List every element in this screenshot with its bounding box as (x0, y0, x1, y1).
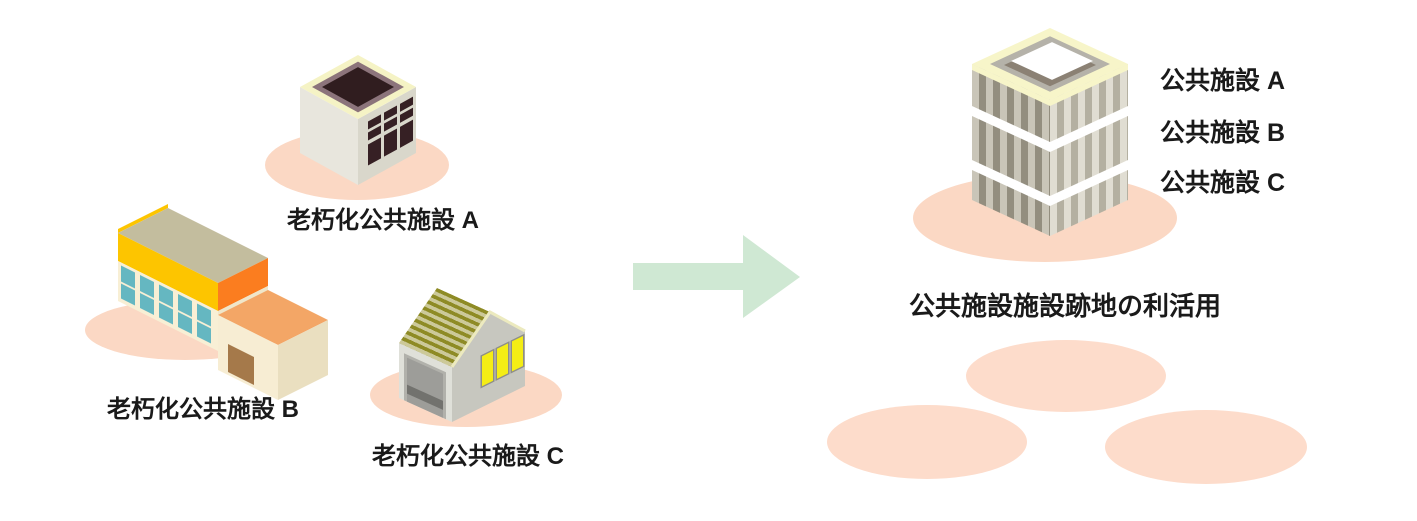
vacant-site-ellipse-right (1105, 410, 1307, 484)
old-facility-b-annex (218, 290, 328, 401)
vacant-site-ellipse-top (966, 340, 1166, 412)
old-facility-b-label: 老朽化公共施設 B (107, 396, 299, 423)
old-facility-c-building (399, 288, 526, 422)
old-facility-a-building (300, 55, 416, 185)
old-facility-b-windows (121, 265, 211, 344)
new-facility-tower (972, 28, 1128, 236)
old-facility-a-label: 老朽化公共施設 A (287, 207, 479, 234)
facility-c-label: 公共施設 C (1160, 169, 1286, 197)
facility-a-label: 公共施設 A (1160, 67, 1286, 95)
site-reuse-caption: 公共施設施設跡地の利活用 (908, 291, 1221, 321)
old-facility-c-garage-door (404, 353, 446, 420)
right-arrow-icon (633, 235, 800, 318)
old-facility-a-windows (368, 96, 413, 166)
old-facility-c-label: 老朽化公共施設 C (372, 443, 564, 470)
old-facility-c-windows (480, 333, 525, 389)
vacant-site-ellipse-left (827, 405, 1027, 479)
old-facility-b-door (228, 344, 254, 386)
facility-b-label: 公共施設 B (1160, 119, 1286, 147)
old-facility-b-building (118, 204, 328, 401)
old-facility-c-roof (399, 288, 490, 367)
